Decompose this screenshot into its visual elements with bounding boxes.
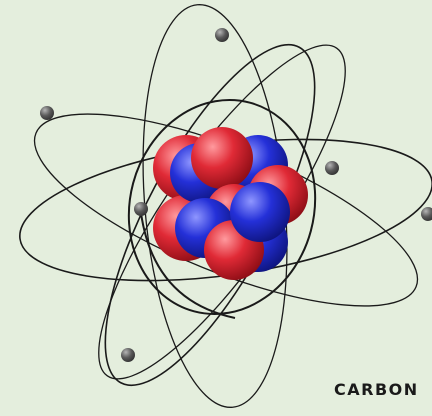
front-orbits	[139, 204, 236, 319]
electron-icon	[215, 28, 229, 42]
electron-icon	[40, 106, 54, 120]
nucleus	[153, 127, 308, 280]
electron-icon	[121, 348, 135, 362]
neutron-icon	[230, 182, 290, 242]
orbit-6-front-arc	[139, 204, 236, 319]
orbit-6	[127, 98, 317, 316]
electrons	[40, 28, 432, 362]
electron-icon	[325, 161, 339, 175]
proton-icon	[191, 127, 253, 189]
electron-icon	[421, 207, 432, 221]
electron-icon	[134, 202, 148, 216]
element-label: CARBON	[334, 380, 419, 399]
